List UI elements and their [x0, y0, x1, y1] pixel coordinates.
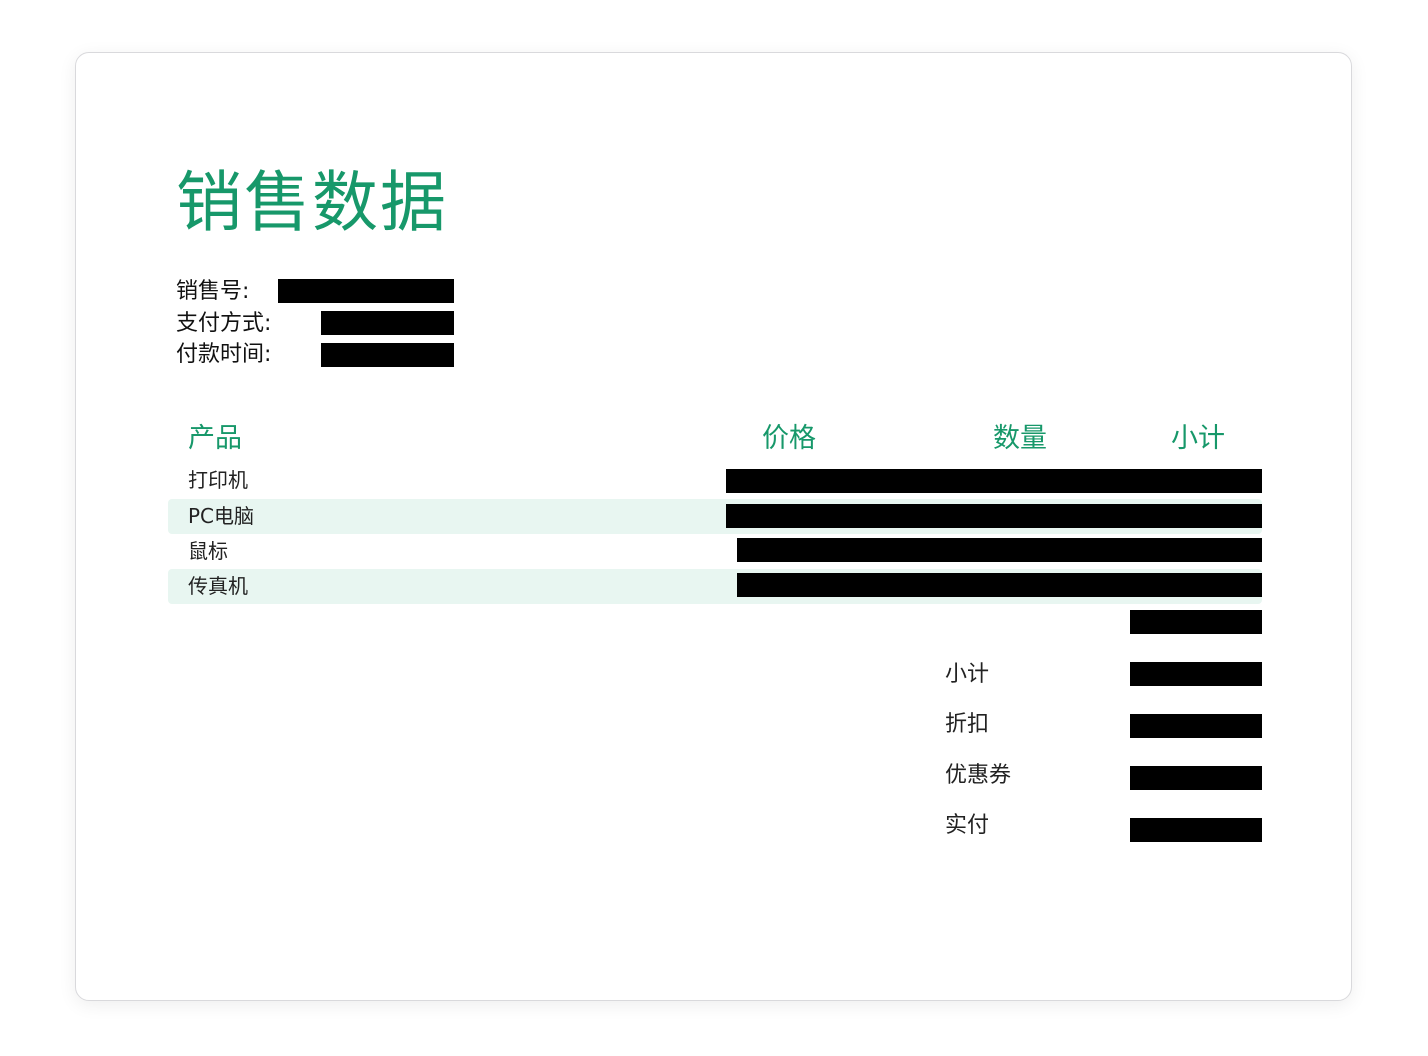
- meta-label-payment-method: 支付方式:: [176, 311, 272, 336]
- table-row-product: PC电脑: [188, 504, 255, 528]
- meta-label-payment-time: 付款时间:: [176, 342, 272, 367]
- column-header-subtotal: 小计: [1171, 423, 1225, 454]
- redacted-summary-coupon: [1130, 766, 1262, 790]
- redacted-summary-subtotal: [1130, 662, 1262, 686]
- meta-label-sales-number: 销售号:: [176, 279, 250, 304]
- table-row-product: 传真机: [188, 574, 248, 598]
- redacted-payment-time: [321, 343, 454, 367]
- summary-label-subtotal: 小计: [945, 662, 990, 687]
- redacted-summary-amount-paid: [1130, 818, 1262, 842]
- redacted-table-total: [1130, 610, 1262, 634]
- redacted-summary-discount: [1130, 714, 1262, 738]
- redacted-row-values: [737, 573, 1262, 597]
- column-header-quantity: 数量: [993, 423, 1047, 454]
- redacted-row-values: [726, 504, 1262, 528]
- summary-label-amount-paid: 实付: [945, 813, 990, 838]
- table-row-product: 打印机: [188, 468, 248, 492]
- page-title: 销售数据: [176, 164, 448, 241]
- redacted-row-values: [726, 469, 1262, 493]
- summary-label-coupon: 优惠券: [945, 763, 1012, 788]
- summary-label-discount: 折扣: [945, 712, 990, 737]
- redacted-sales-number: [278, 279, 454, 303]
- redacted-row-values: [737, 538, 1262, 562]
- redacted-payment-method: [321, 311, 454, 335]
- table-row-product: 鼠标: [188, 539, 228, 563]
- column-header-price: 价格: [762, 423, 816, 454]
- column-header-product: 产品: [188, 423, 242, 454]
